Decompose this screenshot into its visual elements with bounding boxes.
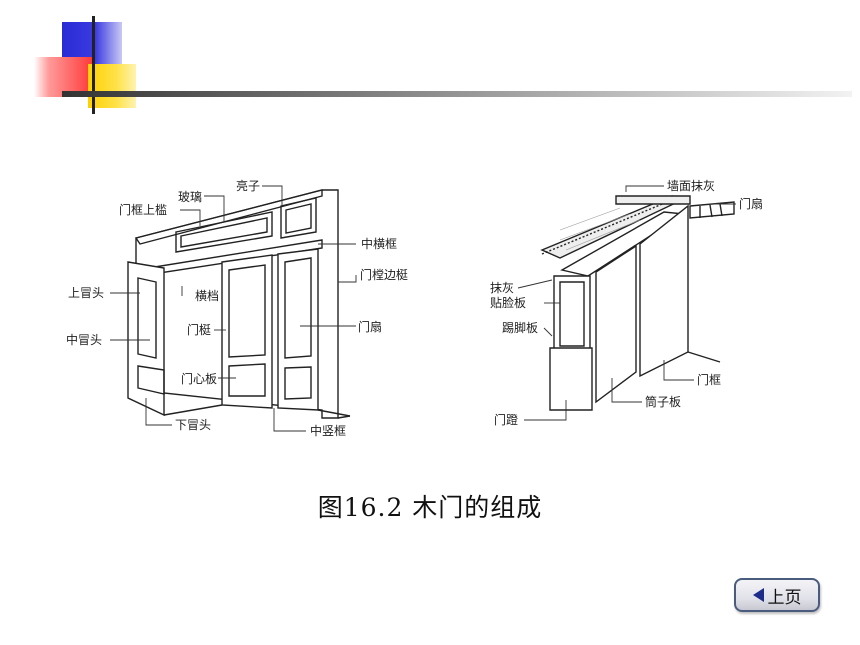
decor-red-square (34, 57, 92, 97)
label-skirting: 踢脚板 (502, 320, 538, 335)
right-labels: 墙面抹灰 门扇 抹灰 贴脸板 踢脚板 门框 筒子板 门蹬 (490, 179, 763, 427)
decor-yellow-square (88, 64, 136, 108)
left-door-drawing (127, 189, 351, 419)
label-door-step: 门蹬 (494, 412, 518, 427)
label-plaster: 抹灰 (490, 281, 514, 295)
label-bottom-rail: 下冒头 (175, 418, 211, 432)
label-door-frame: 门框 (697, 372, 721, 387)
decor-horizontal-rule (62, 91, 852, 97)
label-facing-board: 贴脸板 (490, 296, 526, 310)
label-transom: 亮子 (236, 178, 260, 193)
prev-page-button[interactable]: 上页 (734, 578, 820, 612)
label-jamb: 门樘边梃 (360, 267, 408, 282)
decor-vertical-line (92, 16, 95, 114)
left-leader-lines (110, 185, 357, 432)
label-panel: 门心板 (181, 371, 217, 386)
wooden-door-diagram: 玻璃 亮子 门框上槛 中横框 门樘边梃 上冒头 横档 中冒头 门梃 门扇 门心板… (66, 178, 763, 438)
label-mid-rail-frame: 中横框 (361, 236, 397, 251)
left-triangle-icon (752, 588, 764, 602)
label-door-leaf-left: 门扇 (358, 319, 382, 334)
right-frame-drawing (540, 195, 735, 411)
right-leader-lines (517, 185, 736, 421)
label-mullion: 中竖框 (310, 423, 346, 438)
label-top-rail: 上冒头 (68, 286, 104, 300)
label-glass: 玻璃 (178, 190, 202, 204)
label-door-stile: 门梃 (187, 322, 211, 337)
prev-page-label: 上页 (767, 587, 802, 608)
left-labels: 玻璃 亮子 门框上槛 中横框 门樘边梃 上冒头 横档 中冒头 门梃 门扇 门心板… (66, 178, 408, 438)
label-middle-rail: 中冒头 (66, 332, 102, 347)
label-wall-plaster: 墙面抹灰 (667, 179, 715, 193)
figure-caption: 图16.2 木门的组成 (317, 493, 543, 522)
label-lining-board: 筒子板 (645, 394, 681, 409)
label-door-leaf-right: 门扇 (739, 196, 763, 211)
label-lock-rail-stop: 横档 (195, 289, 219, 303)
label-frame-head: 门框上槛 (119, 202, 167, 217)
